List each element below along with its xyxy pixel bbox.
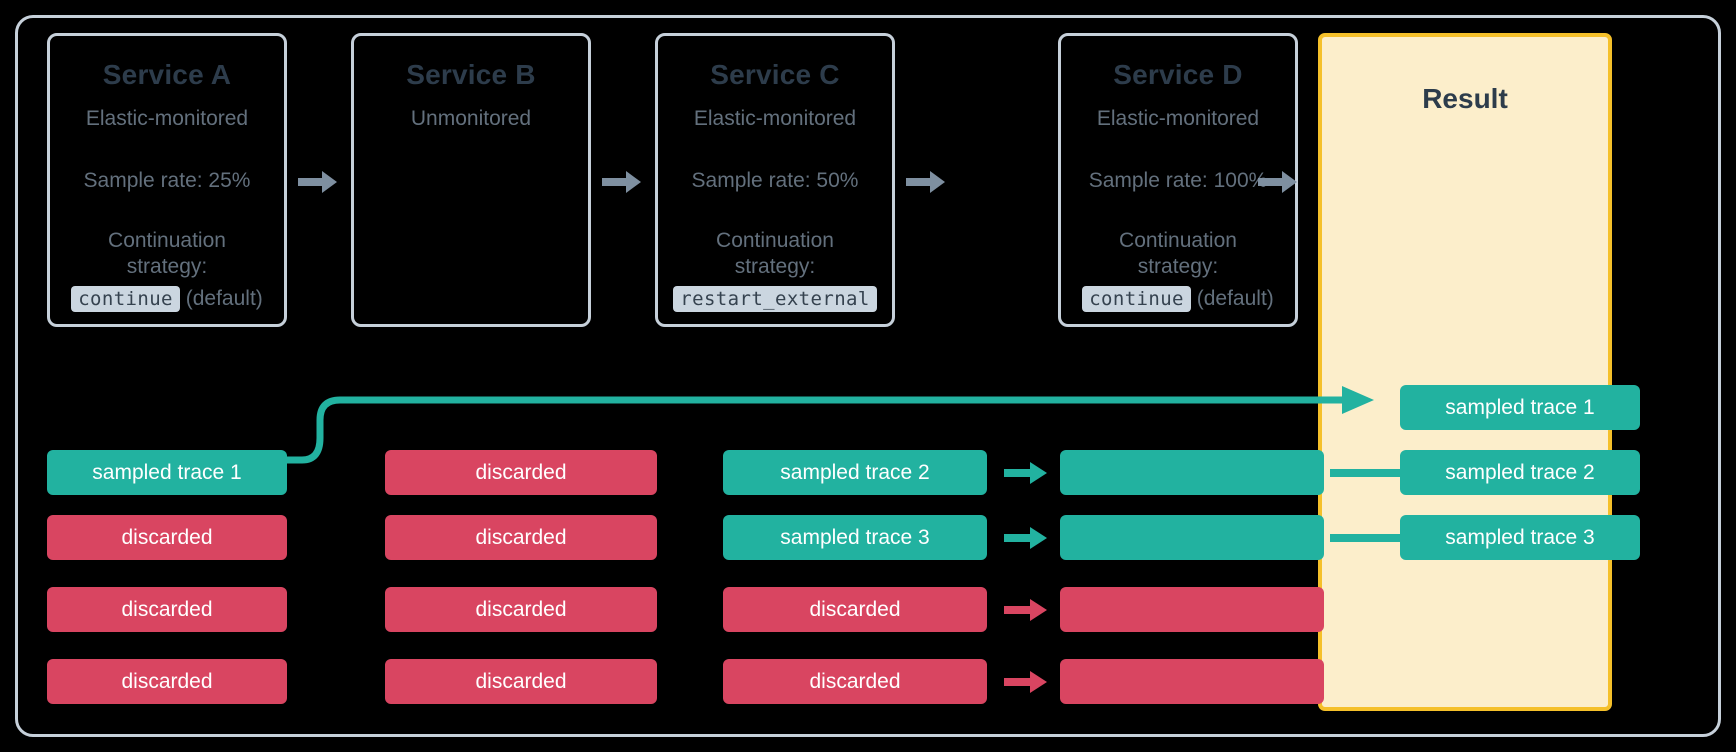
trace-chip-label: sampled trace 1	[92, 460, 242, 484]
trace-chip[interactable]	[1060, 587, 1324, 632]
trace-chip[interactable]: discarded	[385, 450, 657, 495]
arrow-b-to-c-icon	[602, 171, 641, 193]
trace-chip-label: discarded	[809, 597, 901, 621]
trace-chip[interactable]: sampled trace 1	[47, 450, 287, 495]
service-strategy-row: restart_external	[658, 284, 892, 314]
trace-chip-label: discarded	[121, 669, 213, 693]
strategy-code-badge: continue	[1082, 286, 1191, 312]
service-card-c: Service C Elastic-monitored Sample rate:…	[655, 33, 895, 327]
service-strategy-label-line2: strategy:	[1137, 255, 1219, 278]
strategy-note: (default)	[1196, 287, 1274, 310]
service-card-d: Service D Elastic-monitored Sample rate:…	[1058, 33, 1298, 327]
arrow-c4-to-d4-icon	[1004, 671, 1047, 693]
result-chip[interactable]: sampled trace 2	[1400, 450, 1640, 495]
trace-chip[interactable]: discarded	[385, 659, 657, 704]
trace-chip[interactable]: sampled trace 2	[723, 450, 987, 495]
arrow-c3-to-d3-icon	[1004, 599, 1047, 621]
result-chip[interactable]: sampled trace 3	[1400, 515, 1640, 560]
service-strategy-label-line1: Continuation	[1119, 229, 1237, 252]
service-sample-rate: Sample rate: 50%	[691, 169, 859, 192]
trace-chip[interactable]: discarded	[47, 515, 287, 560]
trace-chip-label: discarded	[475, 597, 567, 621]
result-chip[interactable]: sampled trace 1	[1400, 385, 1640, 430]
trace-chip-label: sampled trace 3	[780, 525, 930, 549]
arrow-c2-to-d2-icon	[1004, 527, 1047, 549]
trace-chip[interactable]: sampled trace 3	[723, 515, 987, 560]
trace-chip[interactable]: discarded	[723, 659, 987, 704]
strategy-note: (default)	[185, 287, 263, 310]
strategy-code-badge: restart_external	[673, 286, 877, 312]
trace-chip-label: discarded	[121, 525, 213, 549]
trace-chip[interactable]	[1060, 515, 1324, 560]
arrow-a-to-b-icon	[298, 171, 337, 193]
trace-chip-label: discarded	[809, 669, 901, 693]
service-strategy-label-line1: Continuation	[108, 229, 226, 252]
trace-chip-label: sampled trace 2	[780, 460, 930, 484]
result-title: Result	[1422, 83, 1508, 114]
arrow-d2-to-result3-icon	[1330, 527, 1429, 549]
service-title: Service B	[406, 59, 536, 90]
trace-chip[interactable]: discarded	[723, 587, 987, 632]
trace-chip[interactable]	[1060, 659, 1324, 704]
arrow-d-to-result-icon	[1258, 171, 1297, 193]
trace-chip[interactable]: discarded	[385, 515, 657, 560]
trace-chip[interactable]	[1060, 450, 1324, 495]
trace-chip-label: discarded	[475, 669, 567, 693]
service-card-b: Service B Unmonitored	[351, 33, 591, 327]
result-chip-label: sampled trace 2	[1445, 460, 1595, 484]
service-sample-rate: Sample rate: 100%	[1088, 169, 1268, 192]
strategy-code-badge: continue	[71, 286, 180, 312]
service-strategy-row: continue (default)	[1061, 284, 1295, 314]
trace-chip-label: discarded	[475, 525, 567, 549]
result-chip-label: sampled trace 3	[1445, 525, 1595, 549]
service-strategy-label-line1: Continuation	[716, 229, 834, 252]
service-title: Service C	[710, 59, 840, 90]
outer-frame	[15, 15, 1721, 737]
service-strategy-label-line2: strategy:	[734, 255, 816, 278]
trace-chip-label: discarded	[121, 597, 213, 621]
service-title: Service A	[102, 59, 232, 90]
trace-chip[interactable]: discarded	[47, 659, 287, 704]
service-monitoring: Elastic-monitored	[1096, 107, 1260, 130]
trace-chip-label: discarded	[475, 460, 567, 484]
service-strategy-label-line2: strategy:	[126, 255, 208, 278]
service-title: Service D	[1113, 59, 1243, 90]
arrow-c-to-d-icon	[906, 171, 945, 193]
service-monitoring: Elastic-monitored	[693, 107, 857, 130]
service-monitoring: Unmonitored	[410, 107, 532, 130]
service-sample-rate: Sample rate: 25%	[83, 169, 251, 192]
service-monitoring: Elastic-monitored	[85, 107, 249, 130]
trace-chip[interactable]: discarded	[385, 587, 657, 632]
arrow-c1-to-d1-icon	[1004, 462, 1047, 484]
service-card-a: Service A Elastic-monitored Sample rate:…	[47, 33, 287, 327]
service-strategy-row: continue (default)	[50, 284, 284, 314]
arrow-d1-to-result2-icon	[1330, 462, 1429, 484]
trace-chip[interactable]: discarded	[47, 587, 287, 632]
result-panel: Result	[1318, 33, 1612, 711]
result-chip-label: sampled trace 1	[1445, 395, 1595, 419]
